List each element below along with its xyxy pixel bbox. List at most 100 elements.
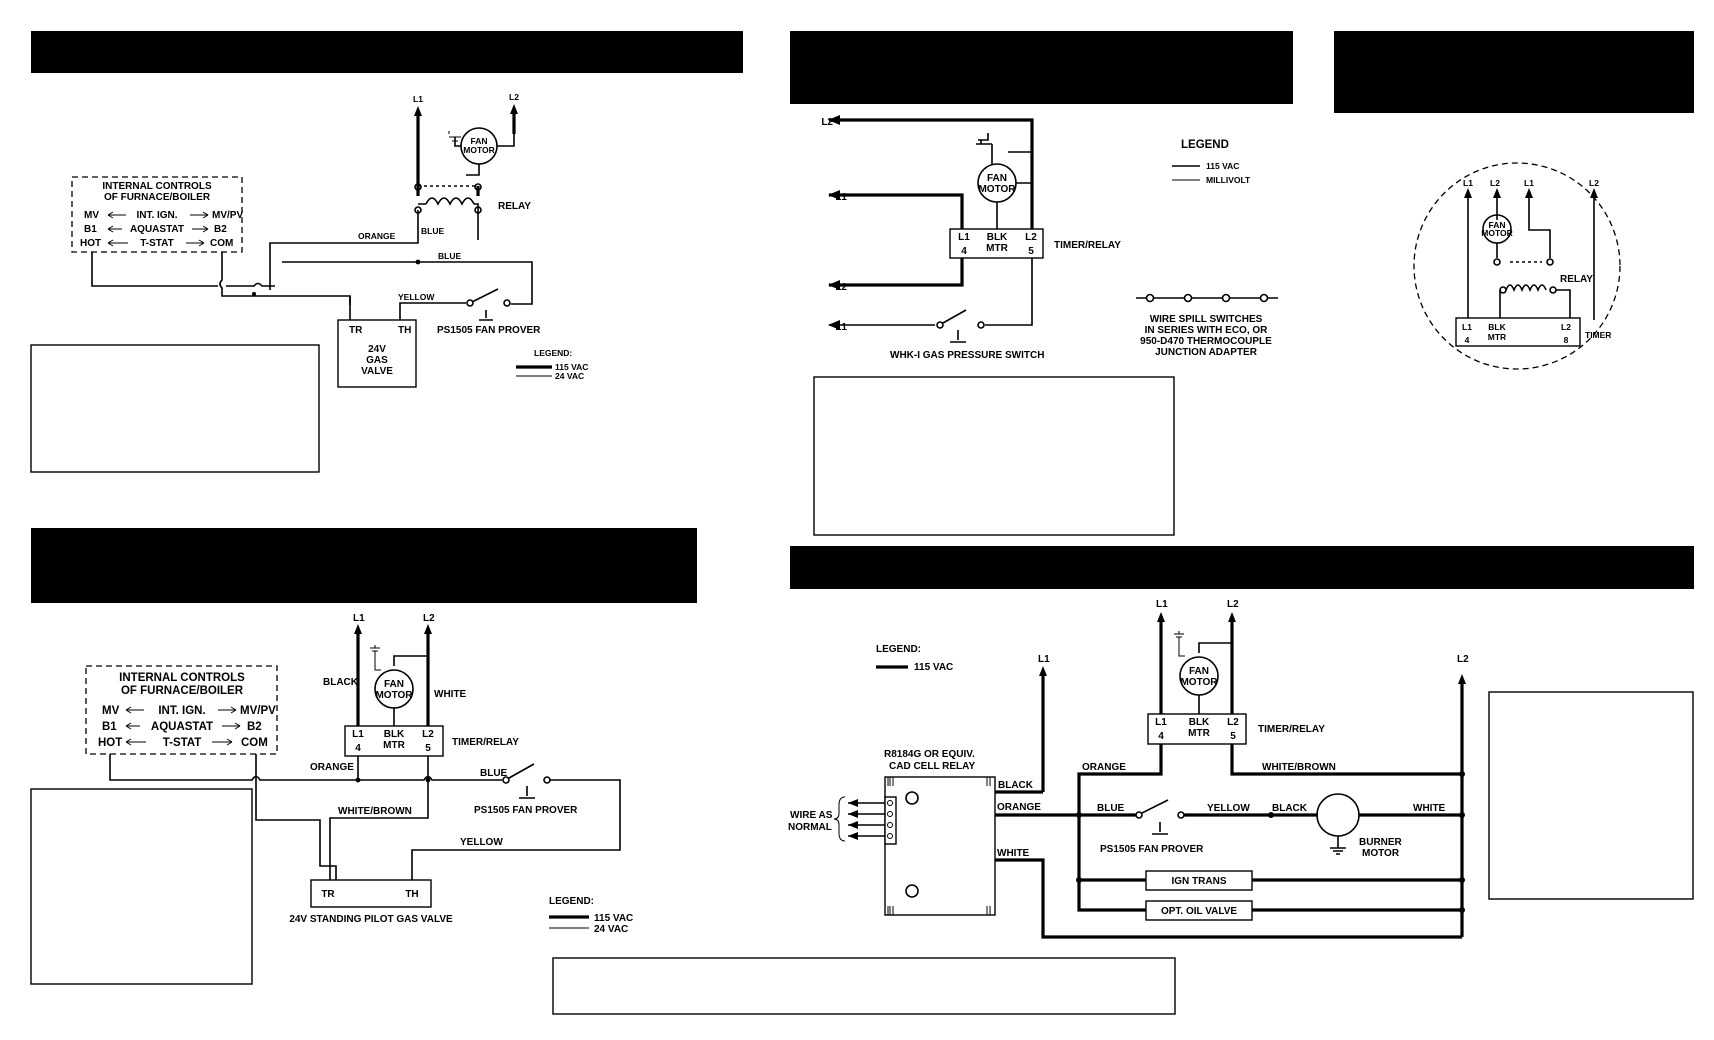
timer-4: 4 bbox=[355, 743, 361, 754]
label-tstat: T-STAT bbox=[163, 737, 202, 749]
wire-as-normal-1: WIRE AS bbox=[790, 810, 833, 821]
header-bar-top-right bbox=[1334, 31, 1694, 113]
black2-wire-label: BLACK bbox=[1272, 803, 1308, 814]
note-box-2 bbox=[813, 376, 1175, 536]
spill-note-1: WIRE SPILL SWITCHES bbox=[1150, 314, 1263, 325]
yellow-wire-label: YELLOW bbox=[460, 837, 503, 848]
timer-relay-box bbox=[1147, 713, 1247, 745]
timer-l1: L1 bbox=[1462, 322, 1472, 332]
header-bar-top-left bbox=[31, 31, 743, 73]
legend-title: LEGEND: bbox=[876, 644, 921, 655]
legend-millivolt: MILLIVOLT bbox=[1206, 175, 1251, 185]
label-int-ign: INT. IGN. bbox=[136, 210, 177, 221]
controls-title-1: INTERNAL CONTROLS bbox=[119, 672, 245, 684]
label-tstat: T-STAT bbox=[140, 238, 174, 249]
label-int-ign: INT. IGN. bbox=[158, 705, 205, 717]
fan-motor-label-2: MOTOR bbox=[978, 184, 1016, 195]
fan-motor-label-1: FAN bbox=[384, 679, 404, 690]
timer-box bbox=[1455, 317, 1581, 347]
label-hot: HOT bbox=[98, 737, 122, 749]
timer-label: TIMER bbox=[1585, 330, 1611, 340]
wire-as-normal-2: NORMAL bbox=[788, 822, 832, 833]
white-wire-label: WHITE bbox=[434, 689, 467, 700]
legend-24vac: 24 VAC bbox=[555, 371, 584, 381]
timer-l2: L2 bbox=[1025, 232, 1037, 243]
label-mv: MV bbox=[102, 705, 120, 717]
timer-mtr: MTR bbox=[383, 740, 405, 751]
label-aquastat: AQUASTAT bbox=[130, 224, 184, 235]
label-hot: HOT bbox=[80, 238, 101, 249]
timer-mtr: MTR bbox=[1188, 728, 1210, 739]
label-l2: L2 bbox=[423, 613, 435, 624]
diagram-4-standing-pilot: INTERNAL CONTROLS OF FURNACE/BOILER MV I… bbox=[85, 613, 633, 935]
controls-title-1: INTERNAL CONTROLS bbox=[102, 181, 212, 192]
diagram-1-intermittent-ignition: INTERNAL CONTROLS OF FURNACE/BOILER MV I… bbox=[71, 92, 588, 388]
fan-motor-label-2: MOTOR bbox=[1180, 677, 1218, 688]
label-b2: B2 bbox=[214, 224, 227, 235]
label-l1-top: L1 bbox=[1156, 599, 1168, 610]
ign-trans-box bbox=[1145, 870, 1253, 891]
timer-l1: L1 bbox=[1155, 717, 1167, 728]
fan-motor-label-2: MOTOR bbox=[1481, 228, 1512, 238]
legend-115vac: 115 VAC bbox=[914, 662, 953, 673]
label-com: COM bbox=[210, 238, 233, 249]
gas-valve-th: TH bbox=[398, 325, 411, 336]
fan-motor-label-2: MOTOR bbox=[463, 145, 494, 155]
label-mv: MV bbox=[84, 210, 99, 221]
timer-5: 5 bbox=[1028, 246, 1034, 257]
timer-blk: BLK bbox=[384, 729, 405, 740]
timer-relay-label: TIMER/RELAY bbox=[1258, 724, 1325, 735]
note-box-4 bbox=[1488, 691, 1694, 900]
timer-blk: BLK bbox=[1189, 717, 1210, 728]
fan-prover-label: PS1505 FAN PROVER bbox=[474, 805, 578, 816]
fan-motor-label-1: FAN bbox=[1189, 666, 1209, 677]
timer-relay-label: TIMER/RELAY bbox=[1054, 240, 1121, 251]
legend-115vac: 115 VAC bbox=[555, 362, 588, 372]
timer-mtr: MTR bbox=[986, 243, 1008, 254]
label-l1-b: L1 bbox=[1524, 178, 1534, 188]
label-com: COM bbox=[241, 737, 268, 749]
pressure-switch-label: WHK-I GAS PRESSURE SWITCH bbox=[890, 350, 1044, 361]
arrow-l1-bottom: L1 bbox=[835, 322, 847, 333]
legend-115vac: 115 VAC bbox=[594, 913, 633, 924]
yellow-wire-label: YELLOW bbox=[398, 292, 435, 302]
legend-title: LEGEND bbox=[1181, 139, 1229, 151]
gas-valve-box bbox=[310, 879, 432, 908]
timer-blk: BLK bbox=[987, 232, 1008, 243]
blue-wire-label: BLUE bbox=[438, 251, 461, 261]
blue-wire-label: BLUE bbox=[1097, 803, 1125, 814]
timer-relay-box bbox=[344, 725, 444, 757]
ign-trans-label: IGN TRANS bbox=[1172, 876, 1227, 887]
arrow-l2-top: L2 bbox=[821, 117, 833, 128]
timer-relay-box bbox=[949, 228, 1044, 259]
spill-note-3: 950-D470 THERMOCOUPLE bbox=[1140, 336, 1272, 347]
internal-controls-box bbox=[71, 176, 243, 253]
arrow-l2-bottom: L2 bbox=[835, 282, 847, 293]
timer-4: 4 bbox=[961, 246, 967, 257]
legend-title: LEGEND: bbox=[534, 348, 572, 358]
gas-valve-label: 24V STANDING PILOT GAS VALVE bbox=[289, 914, 453, 925]
label-l2-b: L2 bbox=[1589, 178, 1599, 188]
fan-motor-label-1: FAN bbox=[1489, 220, 1506, 230]
cad-relay-name-2: CAD CELL RELAY bbox=[889, 761, 975, 772]
blue-wire-label: BLUE bbox=[480, 768, 508, 779]
label-b1: B1 bbox=[84, 224, 97, 235]
timer-l2: L2 bbox=[1227, 717, 1239, 728]
white2-wire-label: WHITE bbox=[1413, 803, 1446, 814]
controls-title-2: OF FURNACE/BOILER bbox=[121, 685, 244, 697]
burner-motor-label-1: BURNER bbox=[1359, 837, 1403, 848]
fan-motor-label-2: MOTOR bbox=[375, 690, 413, 701]
timer-4: 4 bbox=[1158, 731, 1164, 742]
legend-title: LEGEND: bbox=[549, 896, 594, 907]
label-l2: L2 bbox=[509, 92, 519, 102]
spill-note-2: IN SERIES WITH ECO, OR bbox=[1145, 325, 1269, 336]
header-bar-bottom-left bbox=[31, 528, 697, 603]
burner-motor-label-2: MOTOR bbox=[1362, 848, 1400, 859]
gas-valve-label-2: GAS bbox=[366, 355, 388, 366]
fan-motor-label-1: FAN bbox=[471, 136, 488, 146]
label-mvpv: MV/PV bbox=[212, 210, 243, 221]
header-bar-bottom-right bbox=[790, 546, 1694, 589]
header-bar-top-middle bbox=[790, 31, 1293, 104]
gas-valve-label-1: 24V bbox=[368, 344, 386, 355]
arrow-l1-mid: L1 bbox=[835, 192, 847, 203]
